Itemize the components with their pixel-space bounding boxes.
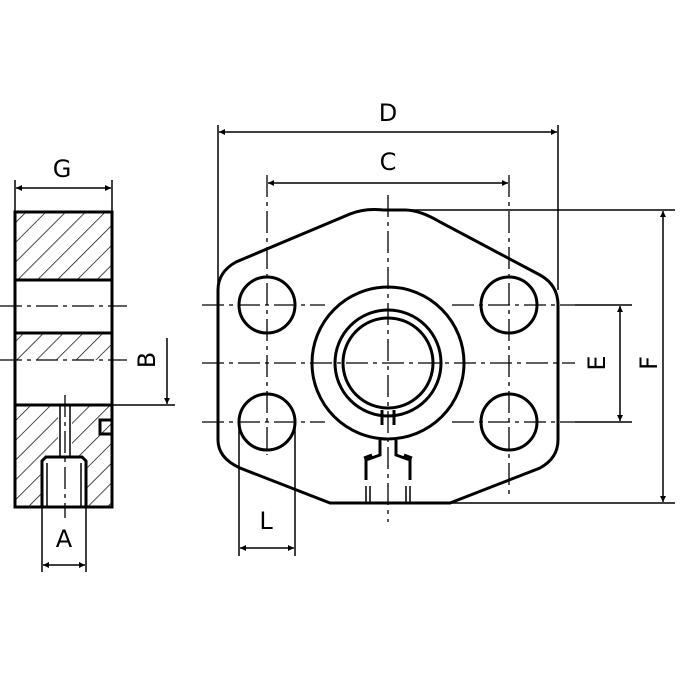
dimension-e: E [575, 304, 632, 423]
label-c: C [380, 148, 397, 176]
dimension-b: B [112, 338, 175, 406]
label-l: L [259, 507, 273, 535]
dimension-c: C [268, 148, 508, 186]
dimension-d: D [217, 99, 559, 290]
dimension-f: F [405, 209, 675, 504]
label-a: A [56, 525, 73, 553]
dimension-g: G [14, 155, 113, 212]
front-view [202, 175, 575, 522]
label-b: B [133, 352, 161, 368]
label-e: E [583, 355, 611, 370]
side-section-view [0, 210, 127, 518]
label-g: G [53, 155, 72, 183]
dimension-a: A [41, 507, 87, 572]
label-d: D [379, 99, 397, 127]
label-f: F [635, 356, 663, 370]
dimension-l: L [238, 422, 296, 556]
